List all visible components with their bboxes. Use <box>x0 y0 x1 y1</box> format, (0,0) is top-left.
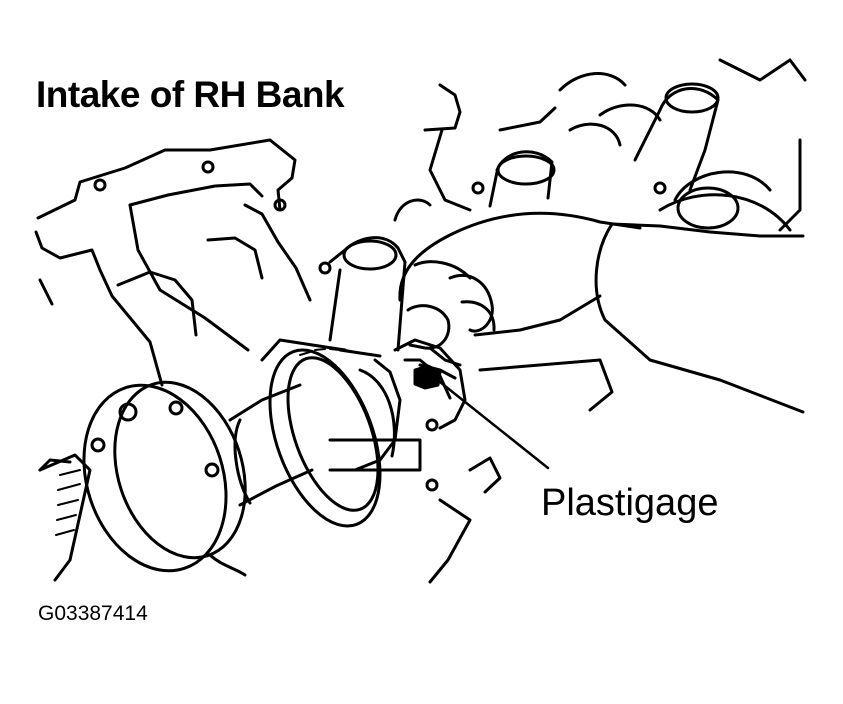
bolt-holes <box>95 162 665 490</box>
upper-engine-structure <box>395 60 805 230</box>
drive-gear <box>248 335 401 541</box>
hand-with-plastigage <box>400 213 803 412</box>
cylinder-head-outline <box>36 140 310 385</box>
figure-id: G03387414 <box>38 602 148 625</box>
plastigage-label: Plastigage <box>541 482 719 524</box>
diagram-title: Intake of RH Bank <box>36 74 345 115</box>
callout-leader-line <box>440 382 548 468</box>
valve-lifters <box>330 84 790 350</box>
cam-sprocket <box>40 365 267 589</box>
